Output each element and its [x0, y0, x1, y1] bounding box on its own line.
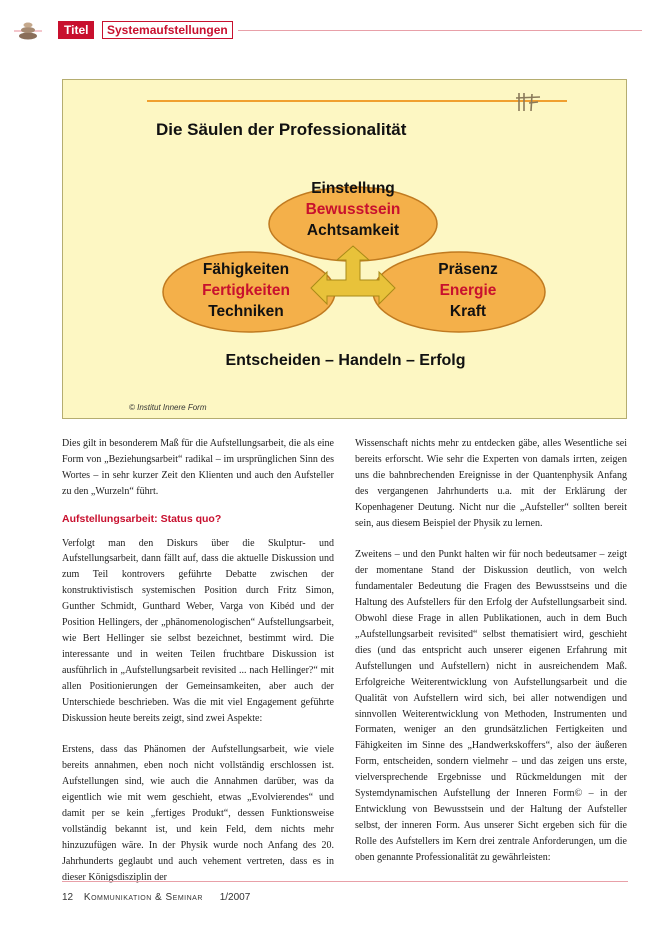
right-line-1: Präsenz [438, 261, 498, 278]
left-line-2: Fertigkeiten [202, 282, 290, 299]
page-footer: 12 Kommunikation & Seminar 1/2007 [62, 892, 250, 903]
stacked-stones-icon [14, 22, 42, 40]
figure-rule-end [545, 100, 567, 102]
figure-rule [147, 100, 565, 102]
paragraph: Erstens, dass das Phänomen der Aufstellu… [62, 744, 334, 883]
left-line-3: Techniken [208, 303, 284, 320]
header-divider [238, 30, 642, 31]
section-label: Titel [58, 21, 95, 39]
paragraph: Wissenschaft nichts mehr zu entdecken gä… [355, 438, 627, 529]
ellipse-top-text: Einstellung Bewusstsein Achtsamkeit [269, 178, 437, 241]
pillars-diagram [162, 186, 546, 333]
section-heading: Aufstellungsarbeit: Status quo? [62, 512, 222, 525]
paragraph: Dies gilt in besonderem Maß für die Aufs… [62, 438, 334, 497]
left-line-1: Fähigkeiten [202, 261, 290, 278]
page-number: 12 [62, 892, 74, 903]
text-column-right: Wissenschaft nichts mehr zu entdecken gä… [355, 436, 627, 866]
top-line-2: Bewusstsein [305, 201, 401, 218]
top-line-3: Achtsamkeit [306, 222, 400, 239]
right-line-2: Energie [439, 282, 497, 299]
publication-name: Kommunikation & Seminar [83, 892, 203, 903]
right-line-3: Kraft [449, 303, 487, 320]
footer-divider [62, 881, 628, 882]
paragraph: Verfolgt man den Diskurs über die Skulpt… [62, 537, 334, 724]
text-column-left: Dies gilt in besonderem Maß für die Aufs… [62, 436, 334, 886]
page-header: Titel Systemaufstellungen [0, 18, 656, 44]
section-title: Systemaufstellungen [102, 21, 233, 39]
issue-number: 1/2007 [219, 892, 251, 903]
ellipse-right-text: Präsenz Energie Kraft [393, 259, 543, 322]
ellipse-left-text: Fähigkeiten Fertigkeiten Techniken [163, 259, 329, 322]
figure-title: Die Säulen der Professionalität [156, 120, 407, 139]
top-line-1: Einstellung [311, 180, 395, 197]
three-way-arrow [310, 245, 396, 306]
pillars-figure: Die Säulen der Professionalität Einstell… [62, 79, 627, 419]
figure-motto: Entscheiden – Handeln – Erfolg [225, 352, 466, 369]
paragraph: Zweitens – und den Punkt halten wir für … [355, 549, 627, 863]
figure-copyright: © Institut Innere Form [129, 403, 207, 412]
ifs-monogram-icon [515, 93, 541, 112]
